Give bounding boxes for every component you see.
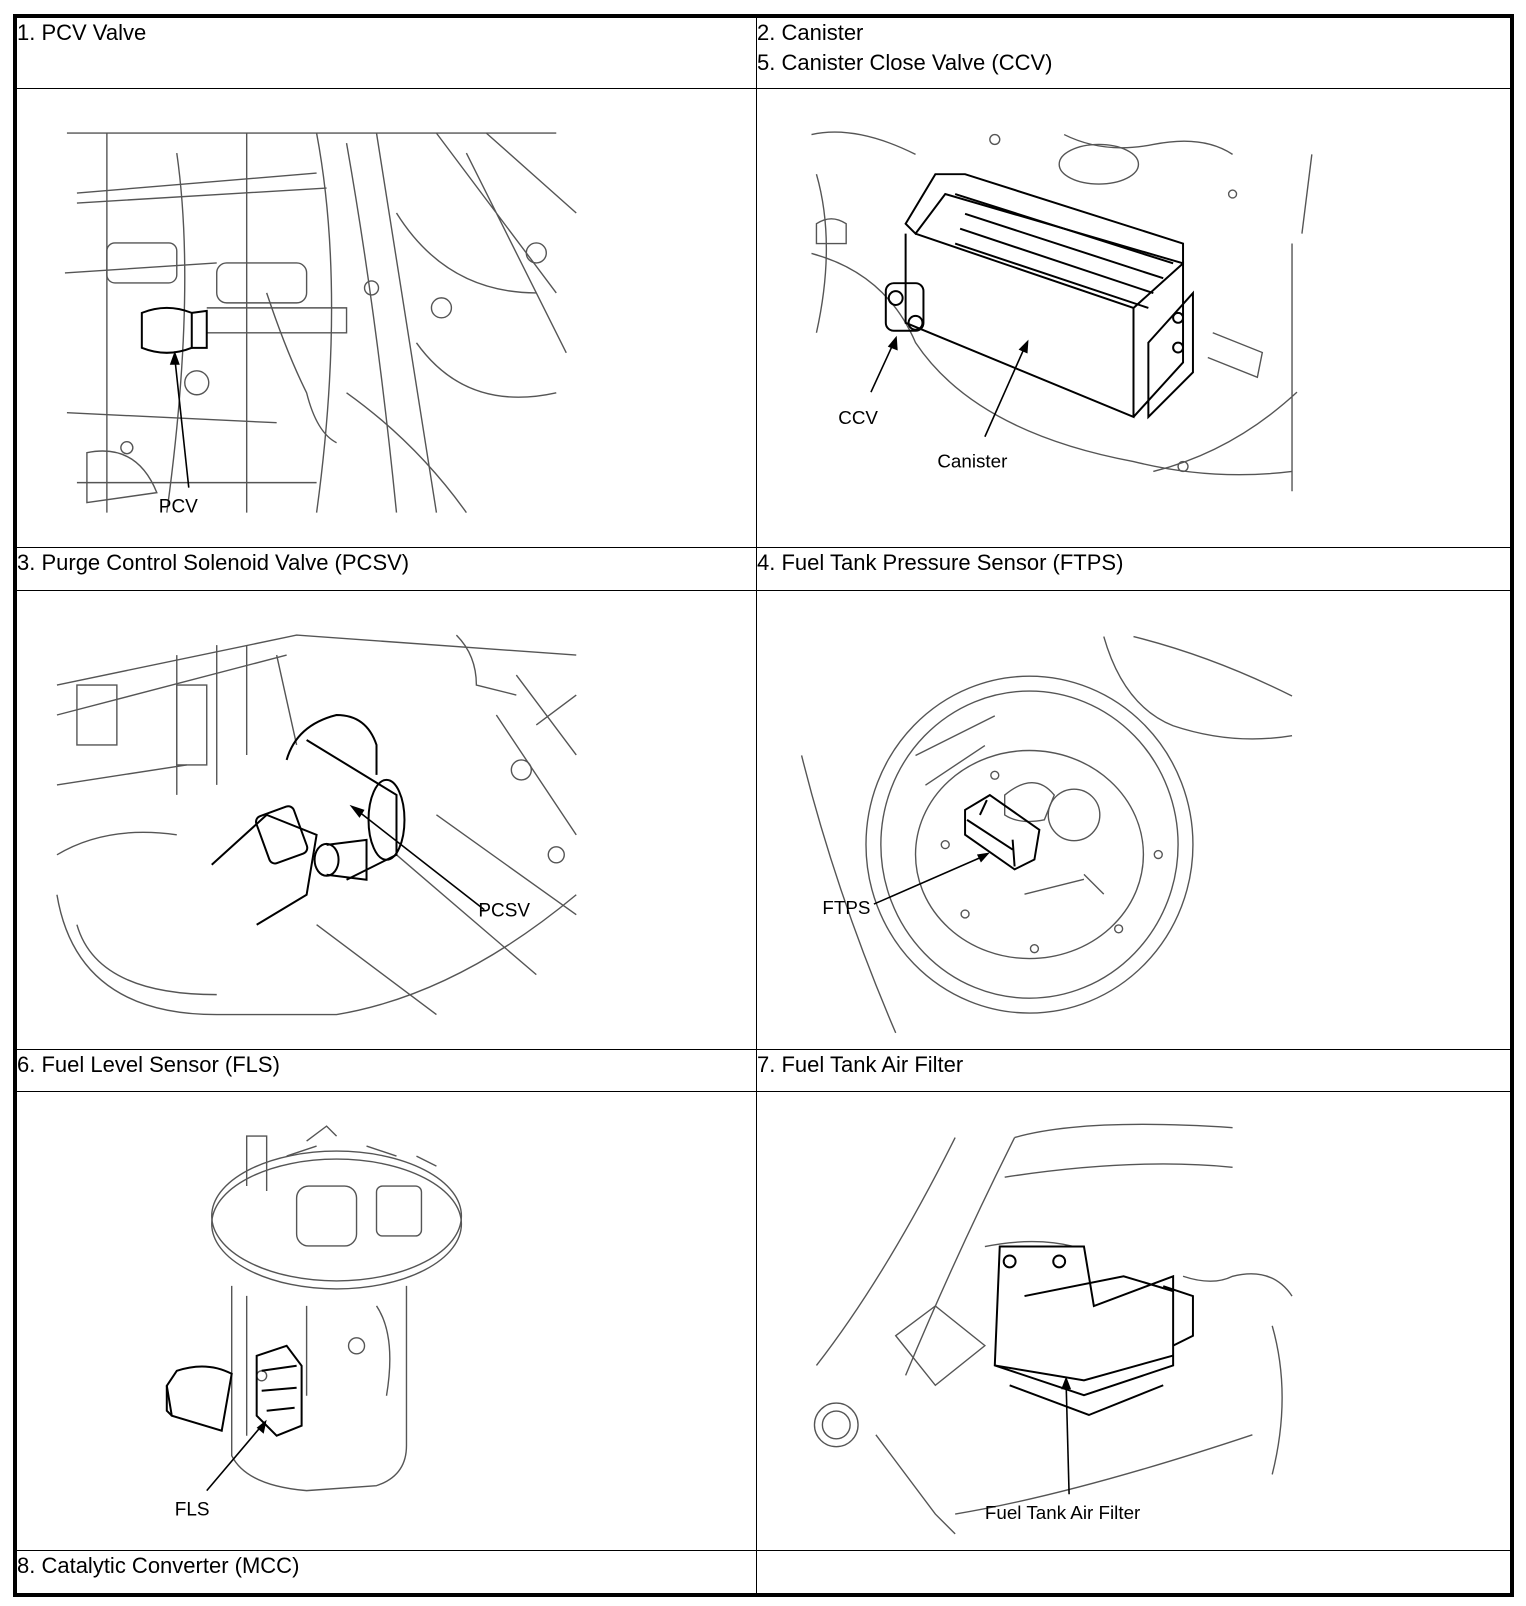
figure-ftps: FTPS bbox=[756, 589, 1511, 1050]
fls-illustration: FLS bbox=[165, 1125, 463, 1521]
ftps-illustration: FTPS bbox=[800, 635, 1293, 1034]
figure-pcv-valve: PCV bbox=[16, 88, 757, 549]
label-canister: Canister bbox=[937, 451, 1007, 472]
header-air-filter: 7. Fuel Tank Air Filter bbox=[756, 1048, 1511, 1093]
header-line: 7. Fuel Tank Air Filter bbox=[757, 1051, 964, 1077]
header-ftps: 4. Fuel Tank Pressure Sensor (FTPS) bbox=[756, 547, 1511, 591]
component-grid: 1. PCV Valve 2. Canister 5. Canister Clo… bbox=[16, 16, 1511, 1594]
label-ftps: FTPS bbox=[822, 897, 870, 918]
header-catalytic-converter: 8. Catalytic Converter (MCC) bbox=[16, 1550, 757, 1594]
pcv-illustration: PCV bbox=[64, 132, 577, 518]
header-line: 3. Purge Control Solenoid Valve (PCSV) bbox=[17, 550, 410, 576]
canister-illustration: CCV Canister bbox=[811, 131, 1313, 492]
header-canister-ccv: 2. Canister 5. Canister Close Valve (CCV… bbox=[756, 16, 1511, 90]
header-fls: 6. Fuel Level Sensor (FLS) bbox=[16, 1048, 757, 1093]
header-line: 4. Fuel Tank Pressure Sensor (FTPS) bbox=[757, 550, 1124, 576]
figure-air-filter: Fuel Tank Air Filter bbox=[756, 1091, 1511, 1552]
figure-pcsv: PCSV bbox=[16, 589, 757, 1050]
label-pcv: PCV bbox=[159, 497, 198, 518]
air-filter-illustration: Fuel Tank Air Filter bbox=[813, 1124, 1293, 1535]
label-fuel-tank-air-filter: Fuel Tank Air Filter bbox=[985, 1502, 1140, 1523]
header-line: 2. Canister bbox=[757, 20, 864, 45]
label-fls: FLS bbox=[175, 1500, 210, 1521]
pcsv-illustration: PCSV bbox=[56, 634, 577, 1016]
figure-canister-ccv: CCV Canister bbox=[756, 88, 1511, 549]
component-location-table: 1. PCV Valve 2. Canister 5. Canister Clo… bbox=[13, 14, 1514, 1597]
header-line: 8. Catalytic Converter (MCC) bbox=[17, 1553, 300, 1579]
figure-fls: FLS bbox=[16, 1091, 757, 1552]
header-line: 6. Fuel Level Sensor (FLS) bbox=[17, 1051, 280, 1077]
header-pcv-valve: 1. PCV Valve bbox=[16, 16, 757, 90]
header-line: 5. Canister Close Valve (CCV) bbox=[757, 50, 1053, 75]
header-empty bbox=[756, 1550, 1511, 1594]
label-pcsv: PCSV bbox=[478, 901, 530, 922]
label-ccv: CCV bbox=[838, 407, 878, 428]
header-line: 1. PCV Valve bbox=[17, 20, 147, 45]
header-pcsv: 3. Purge Control Solenoid Valve (PCSV) bbox=[16, 547, 757, 591]
